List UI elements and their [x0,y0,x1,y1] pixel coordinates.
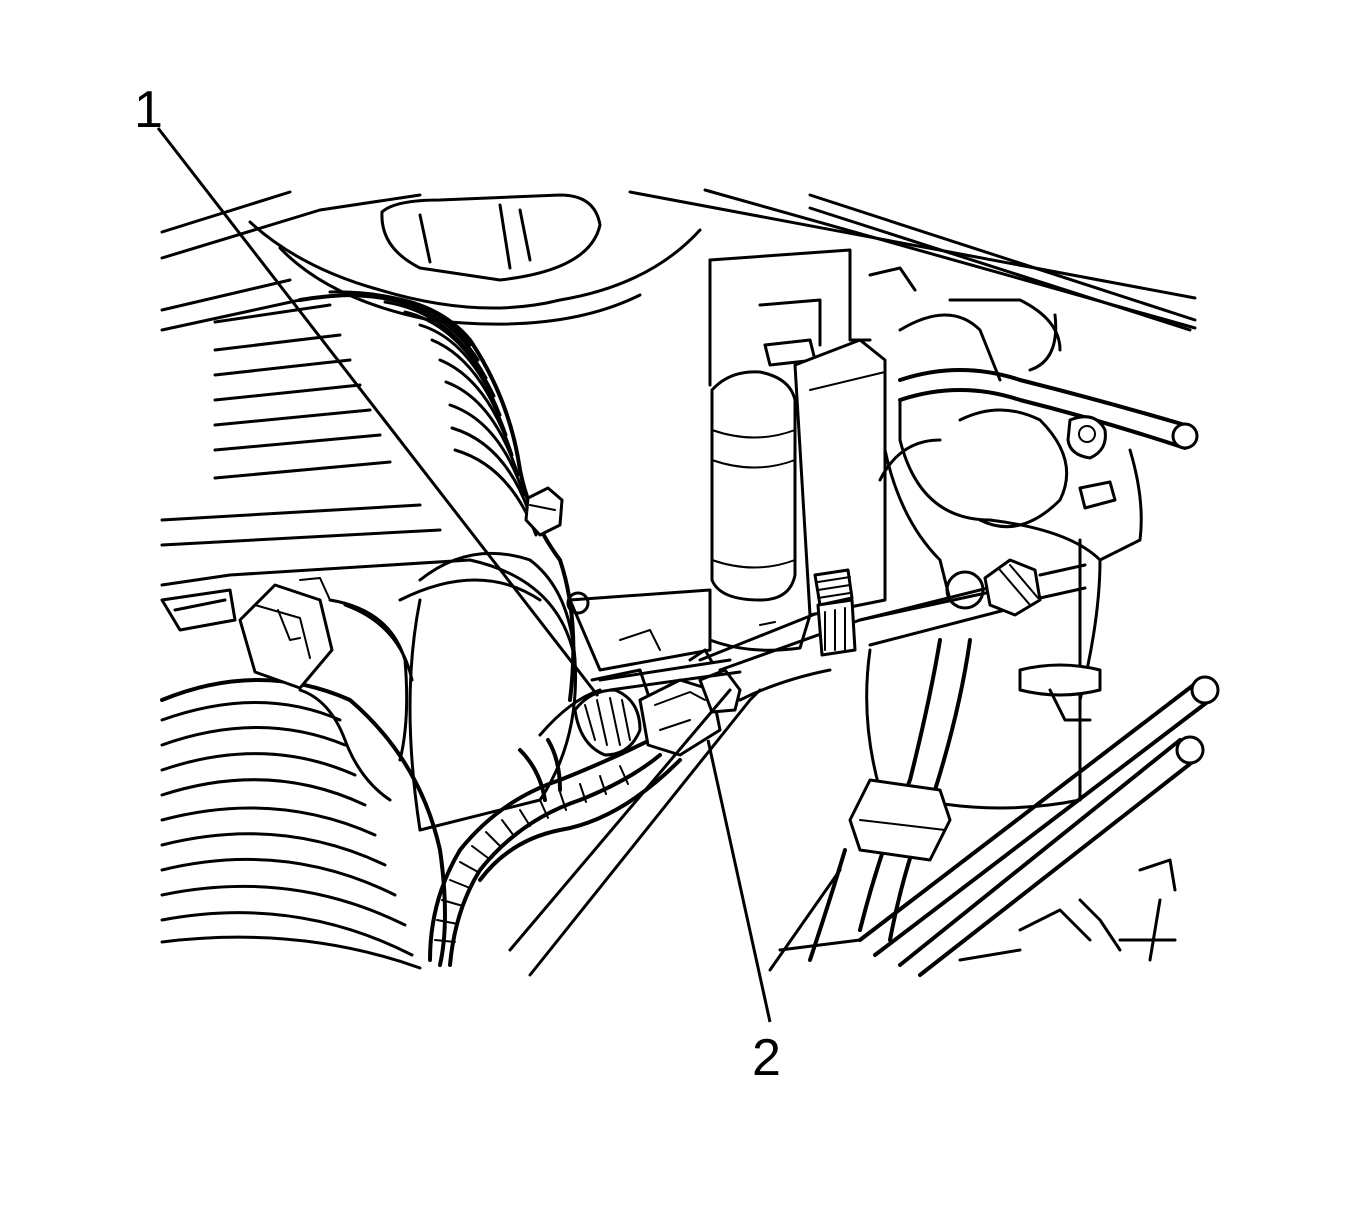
air-filter-canister [408,558,578,832]
connector-1 [573,668,652,757]
right-pipe [858,558,1087,647]
control-module [708,248,887,652]
left-sensor-connector [238,577,414,802]
hood-panel [628,188,1197,332]
wiring-harness [428,688,682,967]
bottom-right-tubes [858,675,1220,977]
right-components [868,266,1199,702]
threaded-fitting [813,568,857,657]
callout-label-2: 2 [752,1029,781,1087]
connector-2 [598,658,742,757]
lower-right-hose [808,638,972,962]
bracket-bolt [524,486,564,537]
callout-label-1: 1 [134,81,163,139]
intake-manifold-ribs [160,303,472,587]
callout-1-leader [156,127,600,697]
reservoir [865,438,1102,810]
callout-2-leader [706,739,772,1023]
lower-chassis [508,668,862,977]
engine-cover-outline [160,190,702,332]
